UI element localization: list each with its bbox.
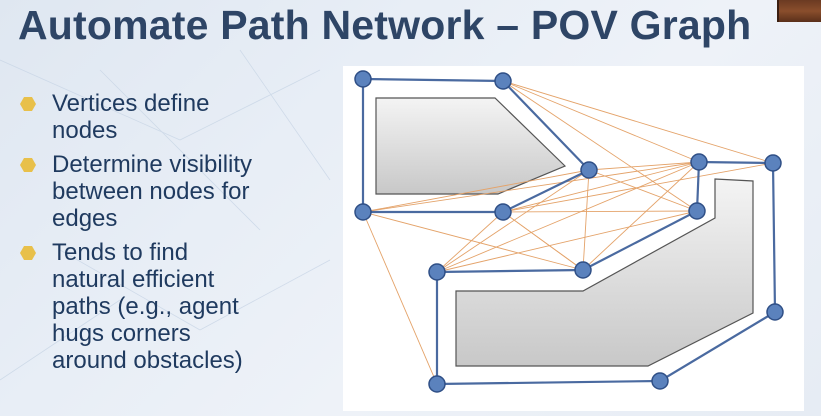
visibility-edge: [436, 210, 698, 273]
bullet-item: Determine visibility between nodes for e…: [18, 151, 318, 232]
presenter-video-thumbnail: [777, 0, 821, 22]
graph-node: [354, 70, 372, 88]
visibility-edge: [502, 80, 700, 163]
hexagon-bullet-icon: [20, 158, 36, 172]
bullet-text: Tends to find natural efficient paths (e…: [52, 239, 243, 374]
visibility-edge: [502, 161, 700, 213]
visibility-edge: [362, 161, 700, 213]
obstacle-lower-right: [455, 178, 754, 367]
visibility-edge: [362, 211, 438, 385]
graph-node: [494, 72, 512, 90]
graph-node: [494, 203, 512, 221]
visibility-edge: [502, 211, 584, 271]
visibility-edge: [436, 161, 700, 273]
visibility-edge: [362, 211, 584, 271]
hexagon-bullet-icon: [20, 97, 36, 111]
graph-node: [651, 372, 669, 390]
bullet-list: Vertices define nodes Determine visibili…: [18, 90, 318, 381]
visibility-edge: [436, 211, 504, 273]
graph-node: [428, 375, 446, 393]
graph-nodes: [354, 70, 784, 393]
visibility-edge: [502, 80, 774, 164]
graph-node: [580, 161, 598, 179]
hexagon-bullet-icon: [20, 246, 36, 260]
boundary-upper-loop: [361, 77, 591, 214]
visibility-edge: [502, 80, 698, 212]
visibility-edge: [582, 169, 590, 271]
graph-node: [764, 154, 782, 172]
bullet-item: Tends to find natural efficient paths (e…: [18, 239, 318, 374]
obstacle-upper-left: [375, 97, 567, 195]
visibility-edge: [588, 169, 698, 212]
visibility-edge: [502, 210, 698, 213]
visibility-edge: [362, 169, 590, 213]
graph-node: [766, 303, 784, 321]
graph-node: [690, 153, 708, 171]
graph-node: [688, 202, 706, 220]
bullet-text: Vertices define nodes: [52, 90, 210, 144]
slide-title: Automate Path Network – POV Graph: [18, 2, 752, 48]
visibility-edges: [362, 80, 774, 385]
pov-graph-diagram: [343, 66, 804, 411]
visibility-edge: [436, 169, 590, 273]
graph-node: [574, 261, 592, 279]
bullet-text: Determine visibility between nodes for e…: [52, 151, 253, 232]
visibility-edge: [582, 161, 700, 271]
visibility-edge: [588, 161, 700, 171]
bullet-item: Vertices define nodes: [18, 90, 318, 144]
graph-node: [354, 203, 372, 221]
graph-node: [428, 263, 446, 281]
